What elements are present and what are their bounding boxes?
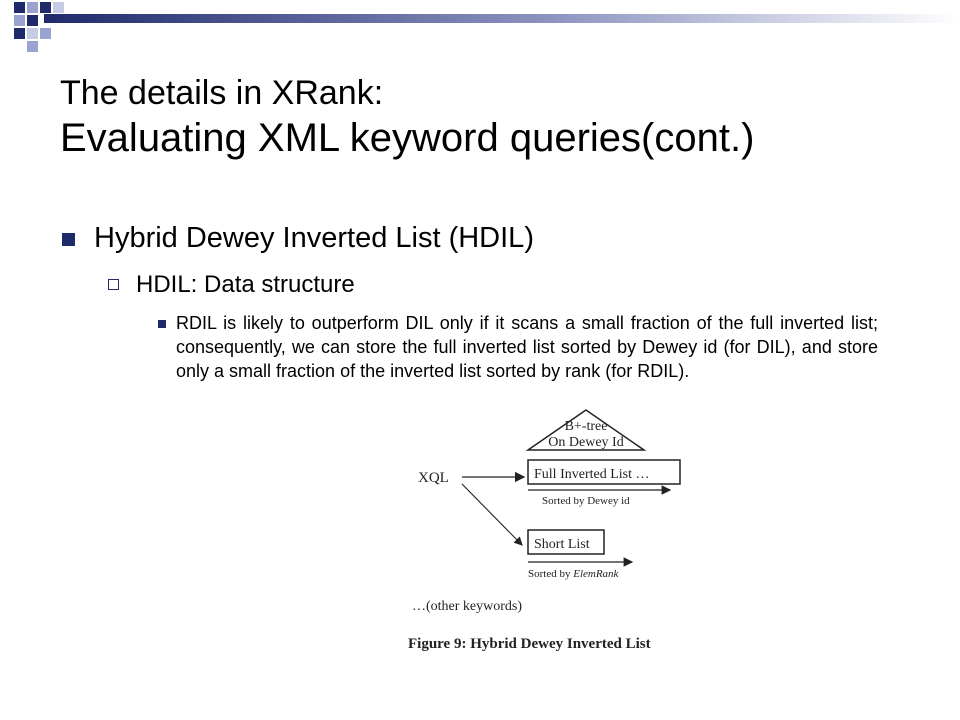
deco-square <box>53 2 64 13</box>
btree-label-2: On Dewey Id <box>548 435 623 450</box>
short-list-label: Short List <box>534 537 590 552</box>
hollow-square-bullet-icon <box>108 279 119 290</box>
short-list-box <box>527 529 605 555</box>
deco-square <box>14 15 25 26</box>
deco-square <box>14 2 25 13</box>
full-inverted-list-label: Full Inverted List … <box>534 467 650 482</box>
sorted-elemrank-label: Sorted by ElemRank <box>528 568 620 580</box>
header-decoration <box>14 2 960 52</box>
deco-square <box>27 15 38 26</box>
arrow-to-short-list <box>461 483 523 546</box>
btree-triangle <box>525 409 647 451</box>
sorted-dewey-label: Sorted by Dewey id <box>542 495 630 507</box>
deco-square <box>27 41 38 52</box>
deco-square <box>27 28 38 39</box>
bullet-level-1-text: Hybrid Dewey Inverted List (HDIL) <box>94 222 534 254</box>
title-line-1: The details in XRank: <box>60 74 384 112</box>
xql-label: XQL <box>418 470 449 486</box>
sorted-elemrank-emphasis: ElemRank <box>572 568 619 580</box>
bullet-level-3-text: RDIL is likely to outperform DIL only if… <box>176 313 878 381</box>
deco-square <box>40 28 51 39</box>
header-gradient-bar <box>44 14 960 23</box>
title-line-2: Evaluating XML keyword queries(cont.) <box>60 116 755 160</box>
bullet-level-2-text: HDIL: Data structure <box>136 271 355 298</box>
deco-square <box>14 28 25 39</box>
slide-title: The details in XRank: Evaluating XML key… <box>60 72 940 162</box>
other-keywords-label: …(other keywords) <box>412 599 522 614</box>
deco-square <box>27 2 38 13</box>
full-inverted-list-box <box>527 459 681 485</box>
small-square-bullet-icon <box>158 320 166 328</box>
sorted-elemrank-prefix: Sorted by <box>528 568 573 580</box>
square-bullet-icon <box>62 233 75 246</box>
btree-label-1: B+-tree <box>565 419 608 434</box>
figure-caption: Figure 9: Hybrid Dewey Inverted List <box>408 636 651 652</box>
deco-square <box>40 2 51 13</box>
hdil-figure: B+-tree On Dewey Id XQL Full Inverted Li… <box>408 409 681 652</box>
